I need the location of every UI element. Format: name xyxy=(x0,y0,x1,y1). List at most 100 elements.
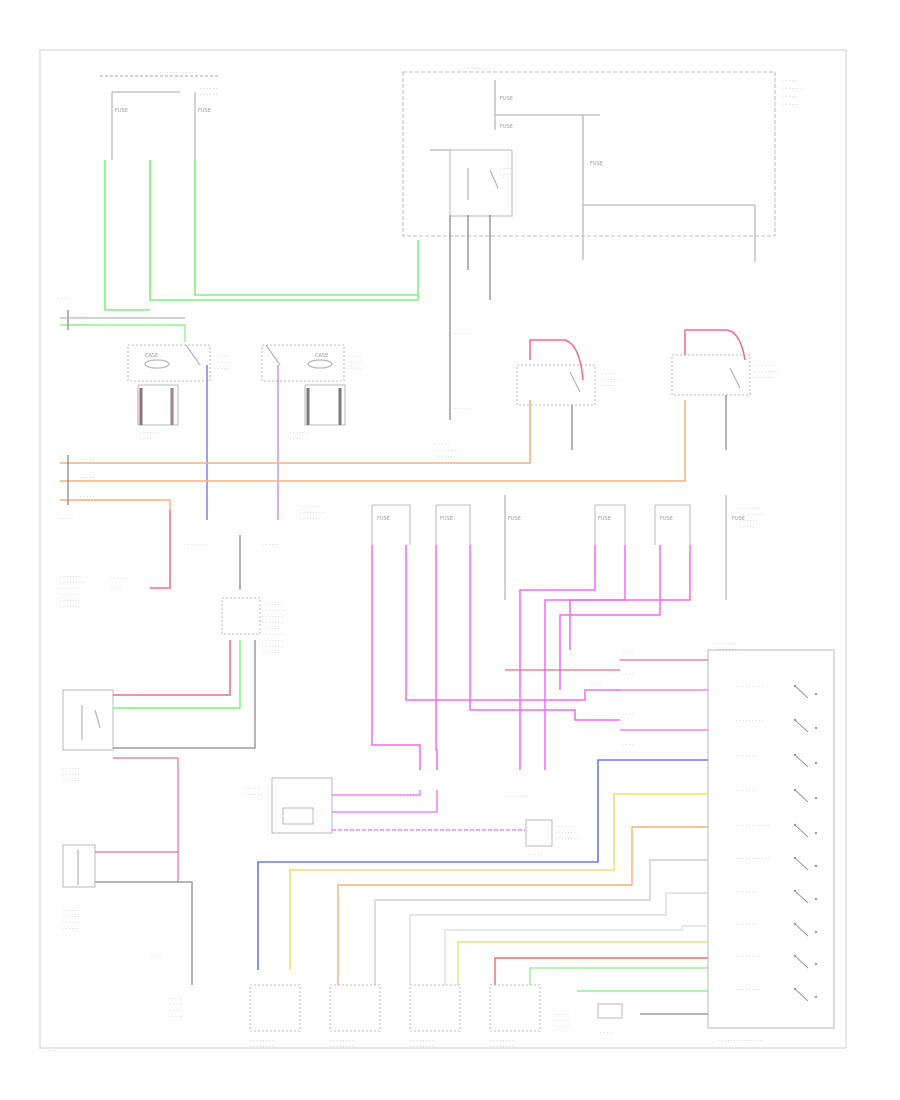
seat-front-motor xyxy=(409,984,461,1032)
svg-text:· · · ·: · · · · xyxy=(500,166,512,172)
magenta-wire xyxy=(405,545,620,701)
orange-wire xyxy=(60,499,171,510)
pink-wire xyxy=(113,757,179,882)
svg-text:· · · · · · ·: · · · · · · · xyxy=(262,632,283,638)
svg-text:· · · · · · ·: · · · · · · · xyxy=(736,889,757,895)
switch-contact xyxy=(793,889,818,904)
seat-heater-relay-right: · · · · · · · · · · · · · · · · · · · · xyxy=(671,329,779,450)
pink-wire xyxy=(150,510,171,589)
svg-text:FUSE: FUSE xyxy=(590,161,603,167)
svg-text:· · ·: · · · xyxy=(48,1048,56,1054)
interior-lamp-right: · · · · · · · · · · xyxy=(290,384,346,442)
green-wire xyxy=(60,324,186,342)
svg-text:· · · · · · · · ·: · · · · · · · · · xyxy=(736,718,763,724)
magenta-wire xyxy=(332,790,438,813)
svg-text:FUSE: FUSE xyxy=(198,108,211,114)
svg-text:· · · · ·: · · · · · xyxy=(455,331,470,337)
svg-text:CASE: CASE xyxy=(145,353,158,359)
pink-wire xyxy=(113,640,231,696)
svg-text:· · · · · · · ·: · · · · · · · · xyxy=(740,512,764,518)
seat-rear-motor xyxy=(489,984,541,1032)
switch-contact xyxy=(793,788,818,803)
svg-text:· · · · ·: · · · · · xyxy=(214,366,229,372)
left-door-switch: CASE · · · · · · · · · · · · · · · xyxy=(127,344,229,382)
svg-text:· · · · · · · ·: · · · · · · · · xyxy=(736,987,760,993)
svg-text:· · · · ·: · · · · · xyxy=(782,78,797,84)
svg-text:· · · · · · · ·: · · · · · · · · xyxy=(330,1044,354,1050)
svg-text:· · · · · · · · · ·: · · · · · · · · · · xyxy=(460,66,491,72)
svg-text:· · · ·: · · · · xyxy=(170,996,182,1002)
green-wire xyxy=(194,160,418,296)
svg-text:· · · ·: · · · · xyxy=(500,172,512,178)
svg-text:· · · · · ·: · · · · · · xyxy=(60,592,78,598)
svg-text:FUSE: FUSE xyxy=(598,516,611,522)
svg-text:· · · · · · ·: · · · · · · · xyxy=(300,504,321,510)
svg-text:· · · ·: · · · · xyxy=(590,682,602,688)
svg-text:· · · · · · · ·: · · · · · · · · xyxy=(300,510,324,516)
seat-heater-relay-left: · · · · · · · · · · · · · · · · · · · · xyxy=(516,339,622,450)
svg-text:· · · ·: · · · · xyxy=(58,296,70,302)
switch-contact xyxy=(793,954,818,969)
svg-text:· · · · · · · · · · ·: · · · · · · · · · · · xyxy=(736,856,770,862)
svg-text:· · · ·: · · · · xyxy=(150,954,162,960)
seat-slide-motor xyxy=(329,984,381,1032)
svg-text:· · · · · · · ·: · · · · · · · · xyxy=(410,1038,434,1044)
seat-position-switch-block: · · · · · · · · · · · · · · · · · · · · … xyxy=(707,641,835,1044)
svg-text:· · · · · ·: · · · · · · xyxy=(60,586,78,592)
svg-text:· · · · · · ·: · · · · · · · xyxy=(60,574,81,580)
svg-text:· · · · · · ·: · · · · · · · xyxy=(262,620,283,626)
orange-wire xyxy=(60,400,686,482)
svg-text:FUSE: FUSE xyxy=(732,516,745,522)
seat-heater-relay-box: · · · · · · · · · · · · · · · · · · xyxy=(62,640,256,882)
svg-text:· · · · · ·: · · · · · · xyxy=(740,518,758,524)
svg-text:· · · · · · ·: · · · · · · · xyxy=(262,614,283,620)
svg-text:· · · · · ·: · · · · · · xyxy=(300,516,318,522)
svg-text:· · · · · · ·: · · · · · · · xyxy=(400,794,421,800)
right-door-switch: CASE · · · · · · · · · · · · · · · xyxy=(261,344,363,382)
switch-contact xyxy=(793,987,818,1002)
svg-text:· · · · ·: · · · · · xyxy=(455,406,470,412)
seat-recline-motor xyxy=(249,984,301,1032)
svg-text:· · · · · ·: · · · · · · xyxy=(62,766,80,772)
motor-row: · · · · · · · · · · · · · · · · · · · · … xyxy=(249,984,623,1050)
green-wires xyxy=(60,160,419,342)
svg-text:· · · · · ·: · · · · · · xyxy=(140,430,158,436)
gray-wire xyxy=(409,892,708,985)
seat-heater-box: · · · · · · · · · · · · · · · · · · · · … xyxy=(62,844,193,965)
svg-text:· · · · · · ·: · · · · · · · xyxy=(716,647,737,653)
svg-text:· · · · ·: · · · · · xyxy=(556,1018,571,1024)
svg-text:· · · · · · ·: · · · · · · · xyxy=(716,641,737,647)
magenta-wire xyxy=(519,545,596,770)
svg-text:FUSE: FUSE xyxy=(500,96,513,102)
svg-text:· · · · · ·: · · · · · · xyxy=(62,914,80,920)
magenta-wire xyxy=(559,545,661,690)
pink-wire xyxy=(505,659,708,671)
svg-text:FUSE: FUSE xyxy=(660,516,673,522)
svg-text:· · · · · · ·: · · · · · · · xyxy=(555,830,576,836)
blue-wire xyxy=(257,759,708,970)
svg-text:· · · · · ·: · · · · · · xyxy=(598,371,616,377)
svg-text:· · · · · · ·: · · · · · · · xyxy=(736,922,757,928)
svg-text:· · · · · · · ·: · · · · · · · · xyxy=(435,448,459,454)
svg-text:· · · · · · ·: · · · · · · · xyxy=(736,753,757,759)
svg-text:· · · ·: · · · · xyxy=(622,742,634,748)
svg-text:· · · · · ·: · · · · · · xyxy=(200,86,218,92)
svg-text:· · · · ·: · · · · · xyxy=(214,360,229,366)
magenta-wire xyxy=(569,545,691,650)
svg-text:· · · · · ·: · · · · · · xyxy=(188,542,206,548)
pink-wire xyxy=(137,388,173,425)
fuse-block-left: · · · · · · · · · · · · FUSE FUSE · · · … xyxy=(100,70,220,160)
svg-text:· · · · · ·: · · · · · · xyxy=(755,375,773,381)
green-wire xyxy=(104,160,419,311)
magenta-wire xyxy=(544,545,626,770)
junction-box-top: · · · · · · · · · · · · · · · · · · · · … xyxy=(402,66,803,262)
svg-text:· · · · · · ·: · · · · · · · xyxy=(782,86,803,92)
magenta-wires xyxy=(371,545,708,770)
svg-text:· · · · · · ·: · · · · · · · xyxy=(262,602,283,608)
svg-text:· · · · · · · ·: · · · · · · · · xyxy=(736,954,760,960)
switch-contact xyxy=(793,753,818,768)
svg-text:· · · · · · ·: · · · · · · · xyxy=(70,322,91,328)
svg-text:· · · · · · · · · · · · · ·: · · · · · · · · · · · · · · xyxy=(718,1038,761,1044)
svg-text:· · · ·: · · · · xyxy=(170,1002,182,1008)
